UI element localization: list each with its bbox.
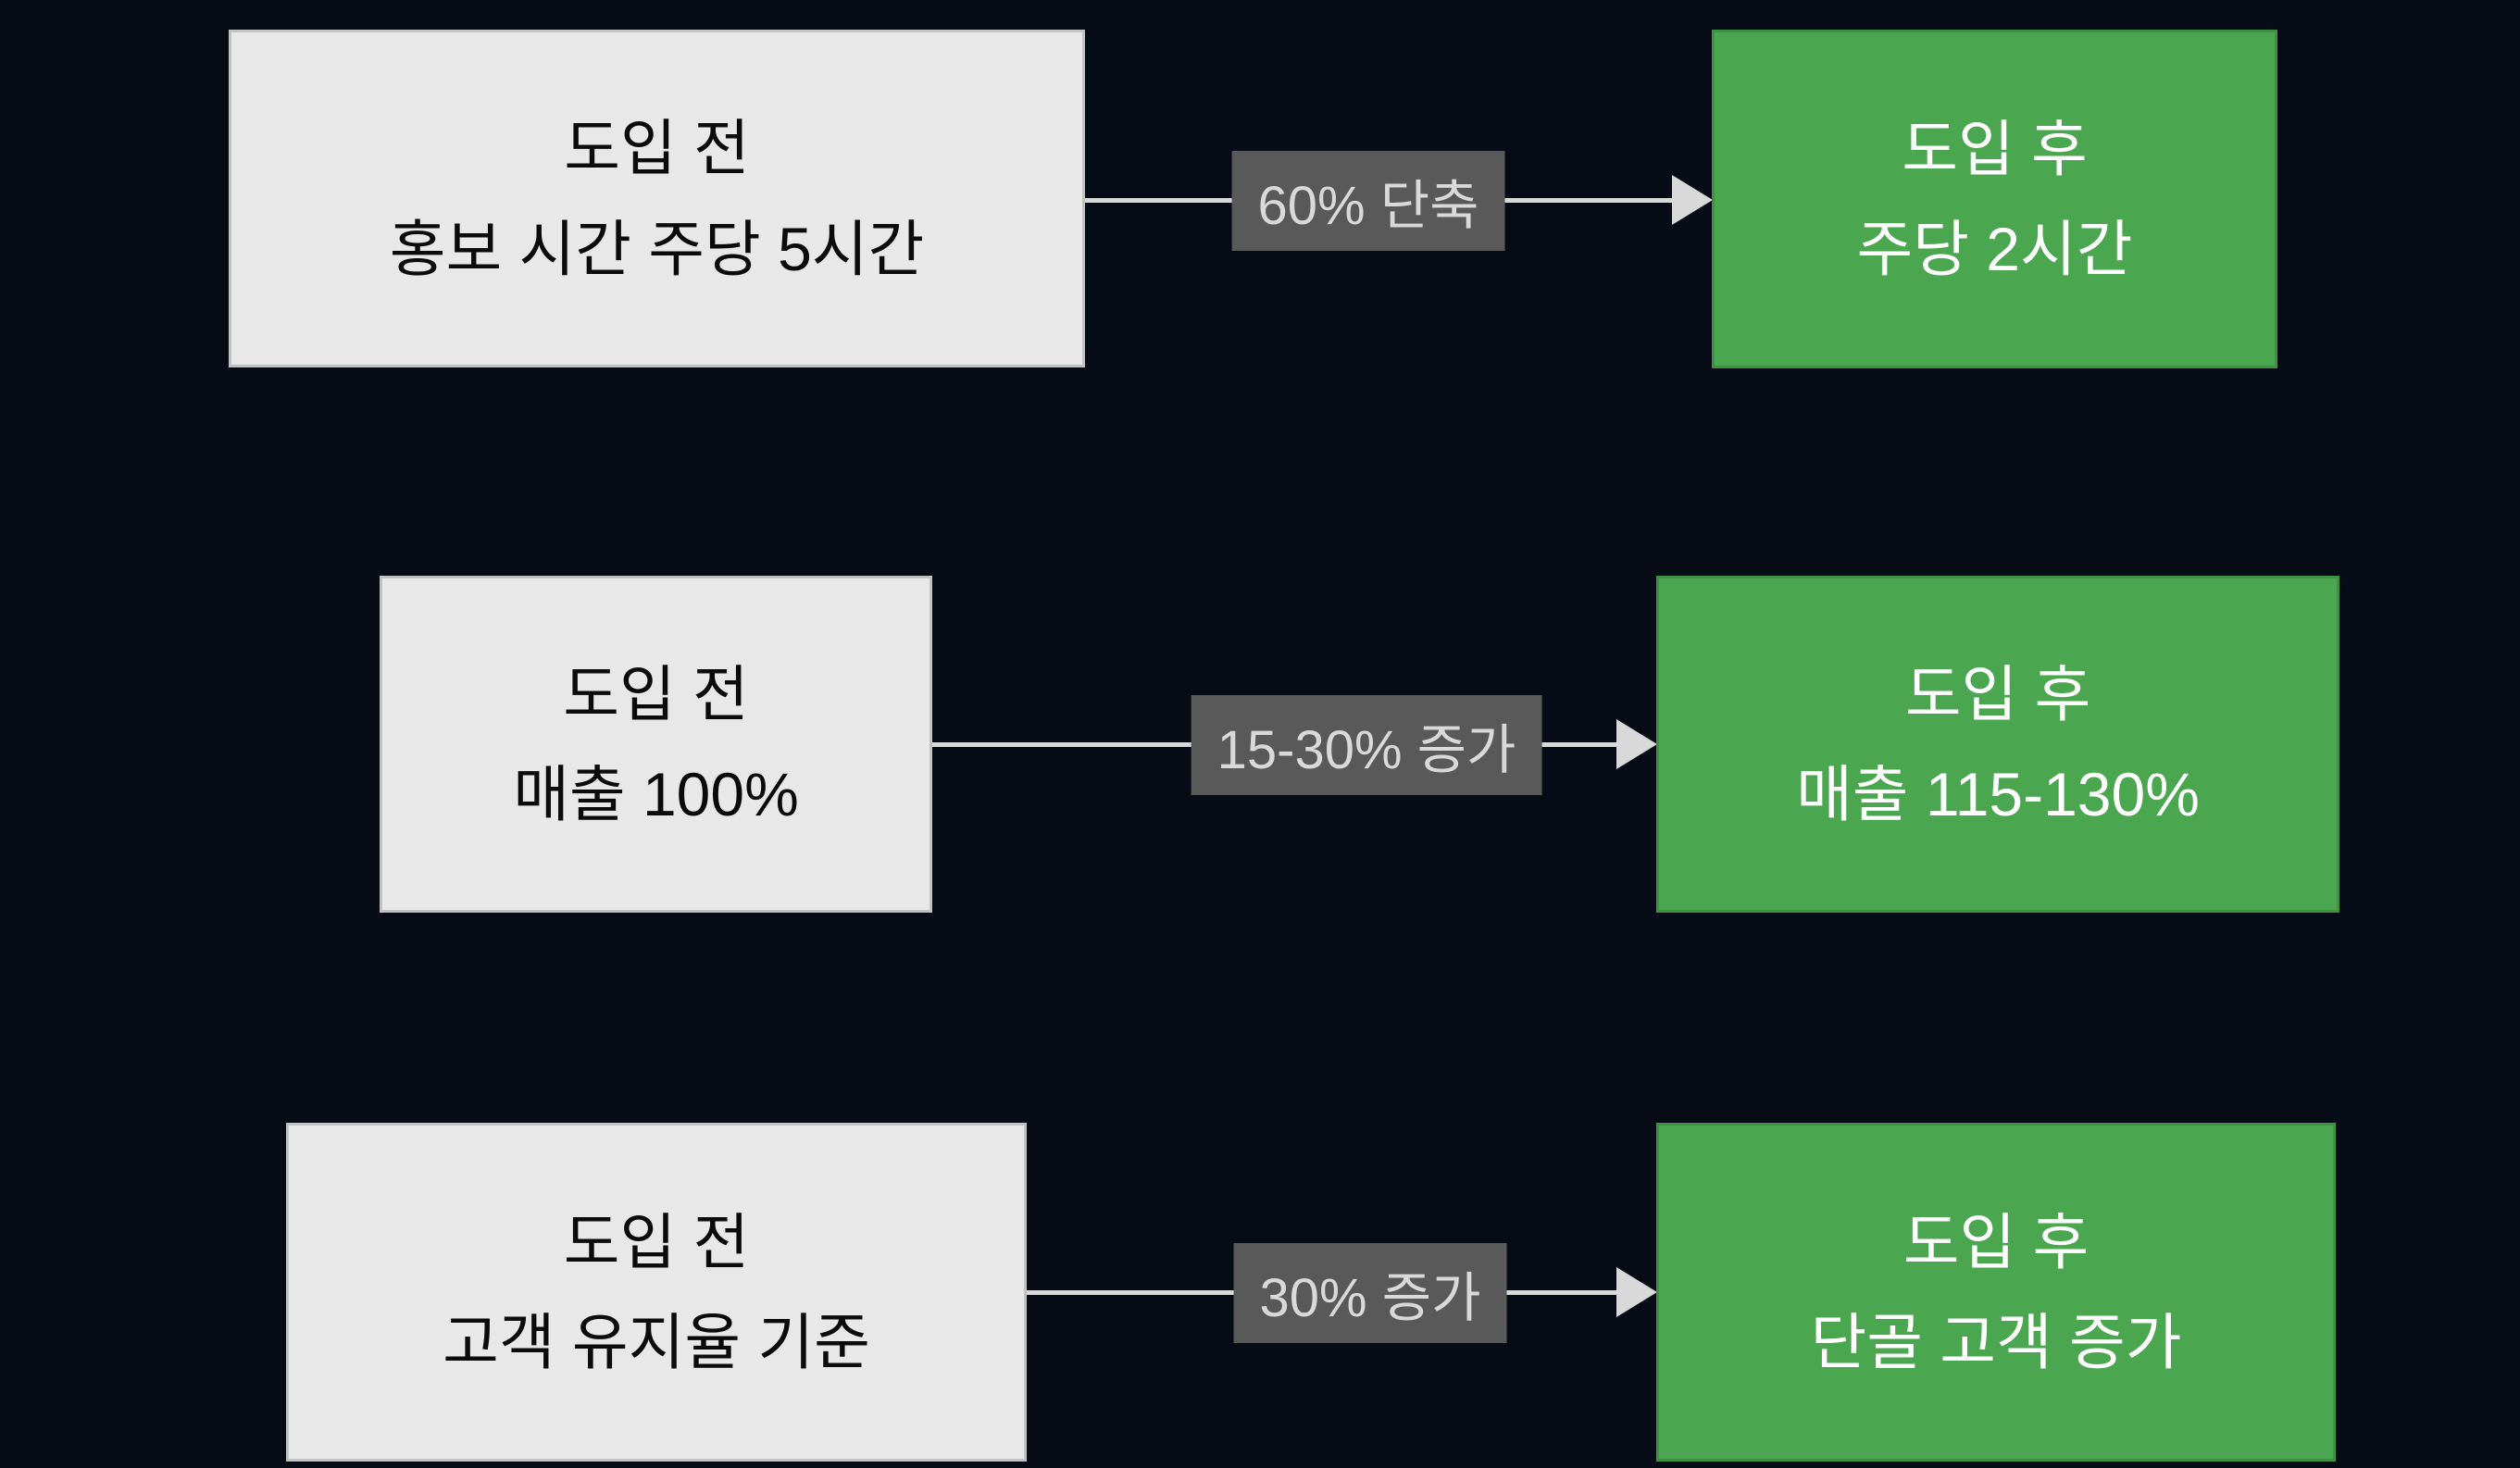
arrowhead-icon <box>1672 175 1713 225</box>
change-label: 15-30% 증가 <box>1191 695 1542 795</box>
before-box: 도입 전 매출 100% <box>380 576 932 913</box>
before-box: 도입 전 홍보 시간 주당 5시간 <box>229 30 1085 367</box>
before-title: 도입 전 <box>564 114 750 182</box>
after-title: 도입 후 <box>1904 659 2091 728</box>
after-box: 도입 후 주당 2시간 <box>1712 30 2277 368</box>
arrowhead-icon <box>1616 719 1657 769</box>
after-title: 도입 후 <box>1902 114 2088 183</box>
before-value: 홍보 시간 주당 5시간 <box>389 214 925 283</box>
before-title: 도입 전 <box>563 1207 750 1276</box>
arrowhead-icon <box>1616 1267 1657 1317</box>
after-value: 단골 고객 증가 <box>1810 1308 2182 1376</box>
after-box: 도입 후 단골 고객 증가 <box>1656 1123 2336 1462</box>
before-value: 고객 유지율 기준 <box>443 1308 870 1376</box>
before-box: 도입 전 고객 유지율 기준 <box>286 1123 1027 1462</box>
change-label: 60% 단축 <box>1231 151 1505 251</box>
before-title: 도입 전 <box>563 659 749 728</box>
before-value: 매출 100% <box>513 760 799 828</box>
after-box: 도입 후 매출 115-130% <box>1656 576 2339 913</box>
after-value: 매출 115-130% <box>1796 760 2200 828</box>
change-label: 30% 증가 <box>1233 1243 1507 1343</box>
after-value: 주당 2시간 <box>1856 215 2133 283</box>
after-title: 도입 후 <box>1902 1207 2090 1276</box>
